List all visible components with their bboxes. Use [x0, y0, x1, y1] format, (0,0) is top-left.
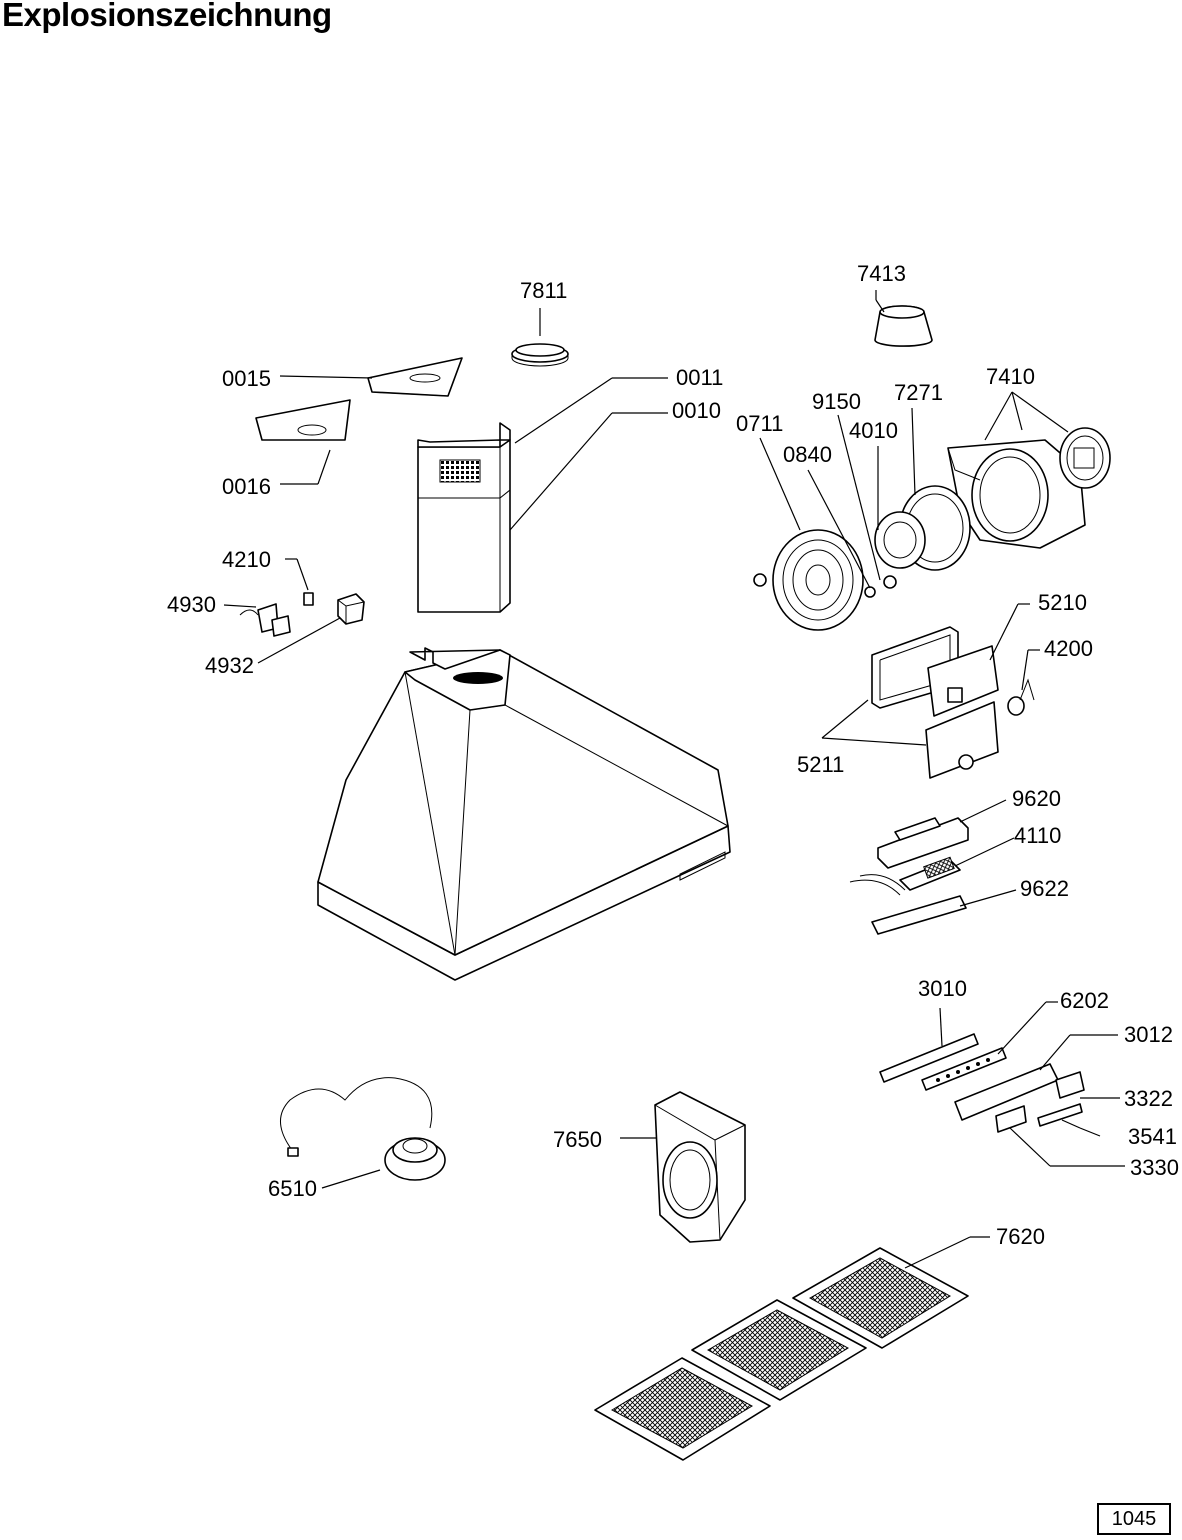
page-title: Explosionszeichnung: [2, 0, 332, 33]
control-parts-9620-4110-9622: [849, 817, 969, 935]
label-4110: 4110: [1014, 823, 1061, 848]
label-3330: 3330: [1130, 1155, 1179, 1180]
chimney-0011-0010: [417, 422, 511, 613]
label-0010: 0010: [672, 398, 721, 423]
bracket-0016: [255, 399, 351, 441]
label-4010: 4010: [849, 418, 898, 443]
label-0015: 0015: [222, 366, 271, 391]
label-6510: 6510: [268, 1176, 317, 1201]
label-7650: 7650: [553, 1127, 602, 1152]
label-4930: 4930: [167, 592, 216, 617]
label-7410: 7410: [986, 364, 1035, 389]
label-0016: 0016: [222, 474, 271, 499]
label-3012: 3012: [1124, 1022, 1173, 1047]
electronics-5210-5211: [871, 626, 1035, 779]
label-3322: 3322: [1124, 1086, 1173, 1111]
label-9150: 9150: [812, 389, 861, 414]
label-7811: 7811: [520, 278, 567, 303]
label-4210: 4210: [222, 547, 271, 572]
label-3010: 3010: [918, 976, 967, 1001]
label-5211: 5211: [797, 752, 844, 777]
label-7620: 7620: [996, 1224, 1045, 1249]
blower-housing-7410: [947, 427, 1111, 549]
label-9620: 9620: [1012, 786, 1061, 811]
ring-7811: [511, 343, 569, 367]
page-number-box: 1045: [1097, 1503, 1171, 1535]
label-5210: 5210: [1038, 590, 1087, 615]
label-4200: 4200: [1044, 636, 1093, 661]
label-7271: 7271: [894, 380, 943, 405]
label-9622: 9622: [1020, 876, 1069, 901]
label-0711: 0711: [736, 411, 783, 436]
adapter-7650: [654, 1091, 746, 1243]
control-strip-parts: [879, 1033, 1085, 1133]
small-parts-4210-4930-4932: [239, 592, 365, 637]
lamp-6510: [280, 1077, 446, 1181]
grease-filters-7620: [594, 1247, 969, 1461]
bracket-0015: [367, 357, 463, 397]
fan-wheel-0711: [753, 529, 864, 631]
label-0011: 0011: [676, 365, 723, 390]
motor-7271: [864, 485, 971, 598]
label-0840: 0840: [783, 442, 832, 467]
label-6202: 6202: [1060, 988, 1109, 1013]
cap-7413: [874, 305, 933, 347]
hood-body: [317, 647, 731, 981]
label-7413: 7413: [857, 261, 906, 286]
leader-lines: [223, 290, 1125, 1269]
label-3541: 3541: [1128, 1124, 1177, 1149]
label-4932: 4932: [205, 653, 254, 678]
part-labels: 7811 7413 0015 0011 0010 0016 0711 9150 …: [167, 261, 1179, 1249]
